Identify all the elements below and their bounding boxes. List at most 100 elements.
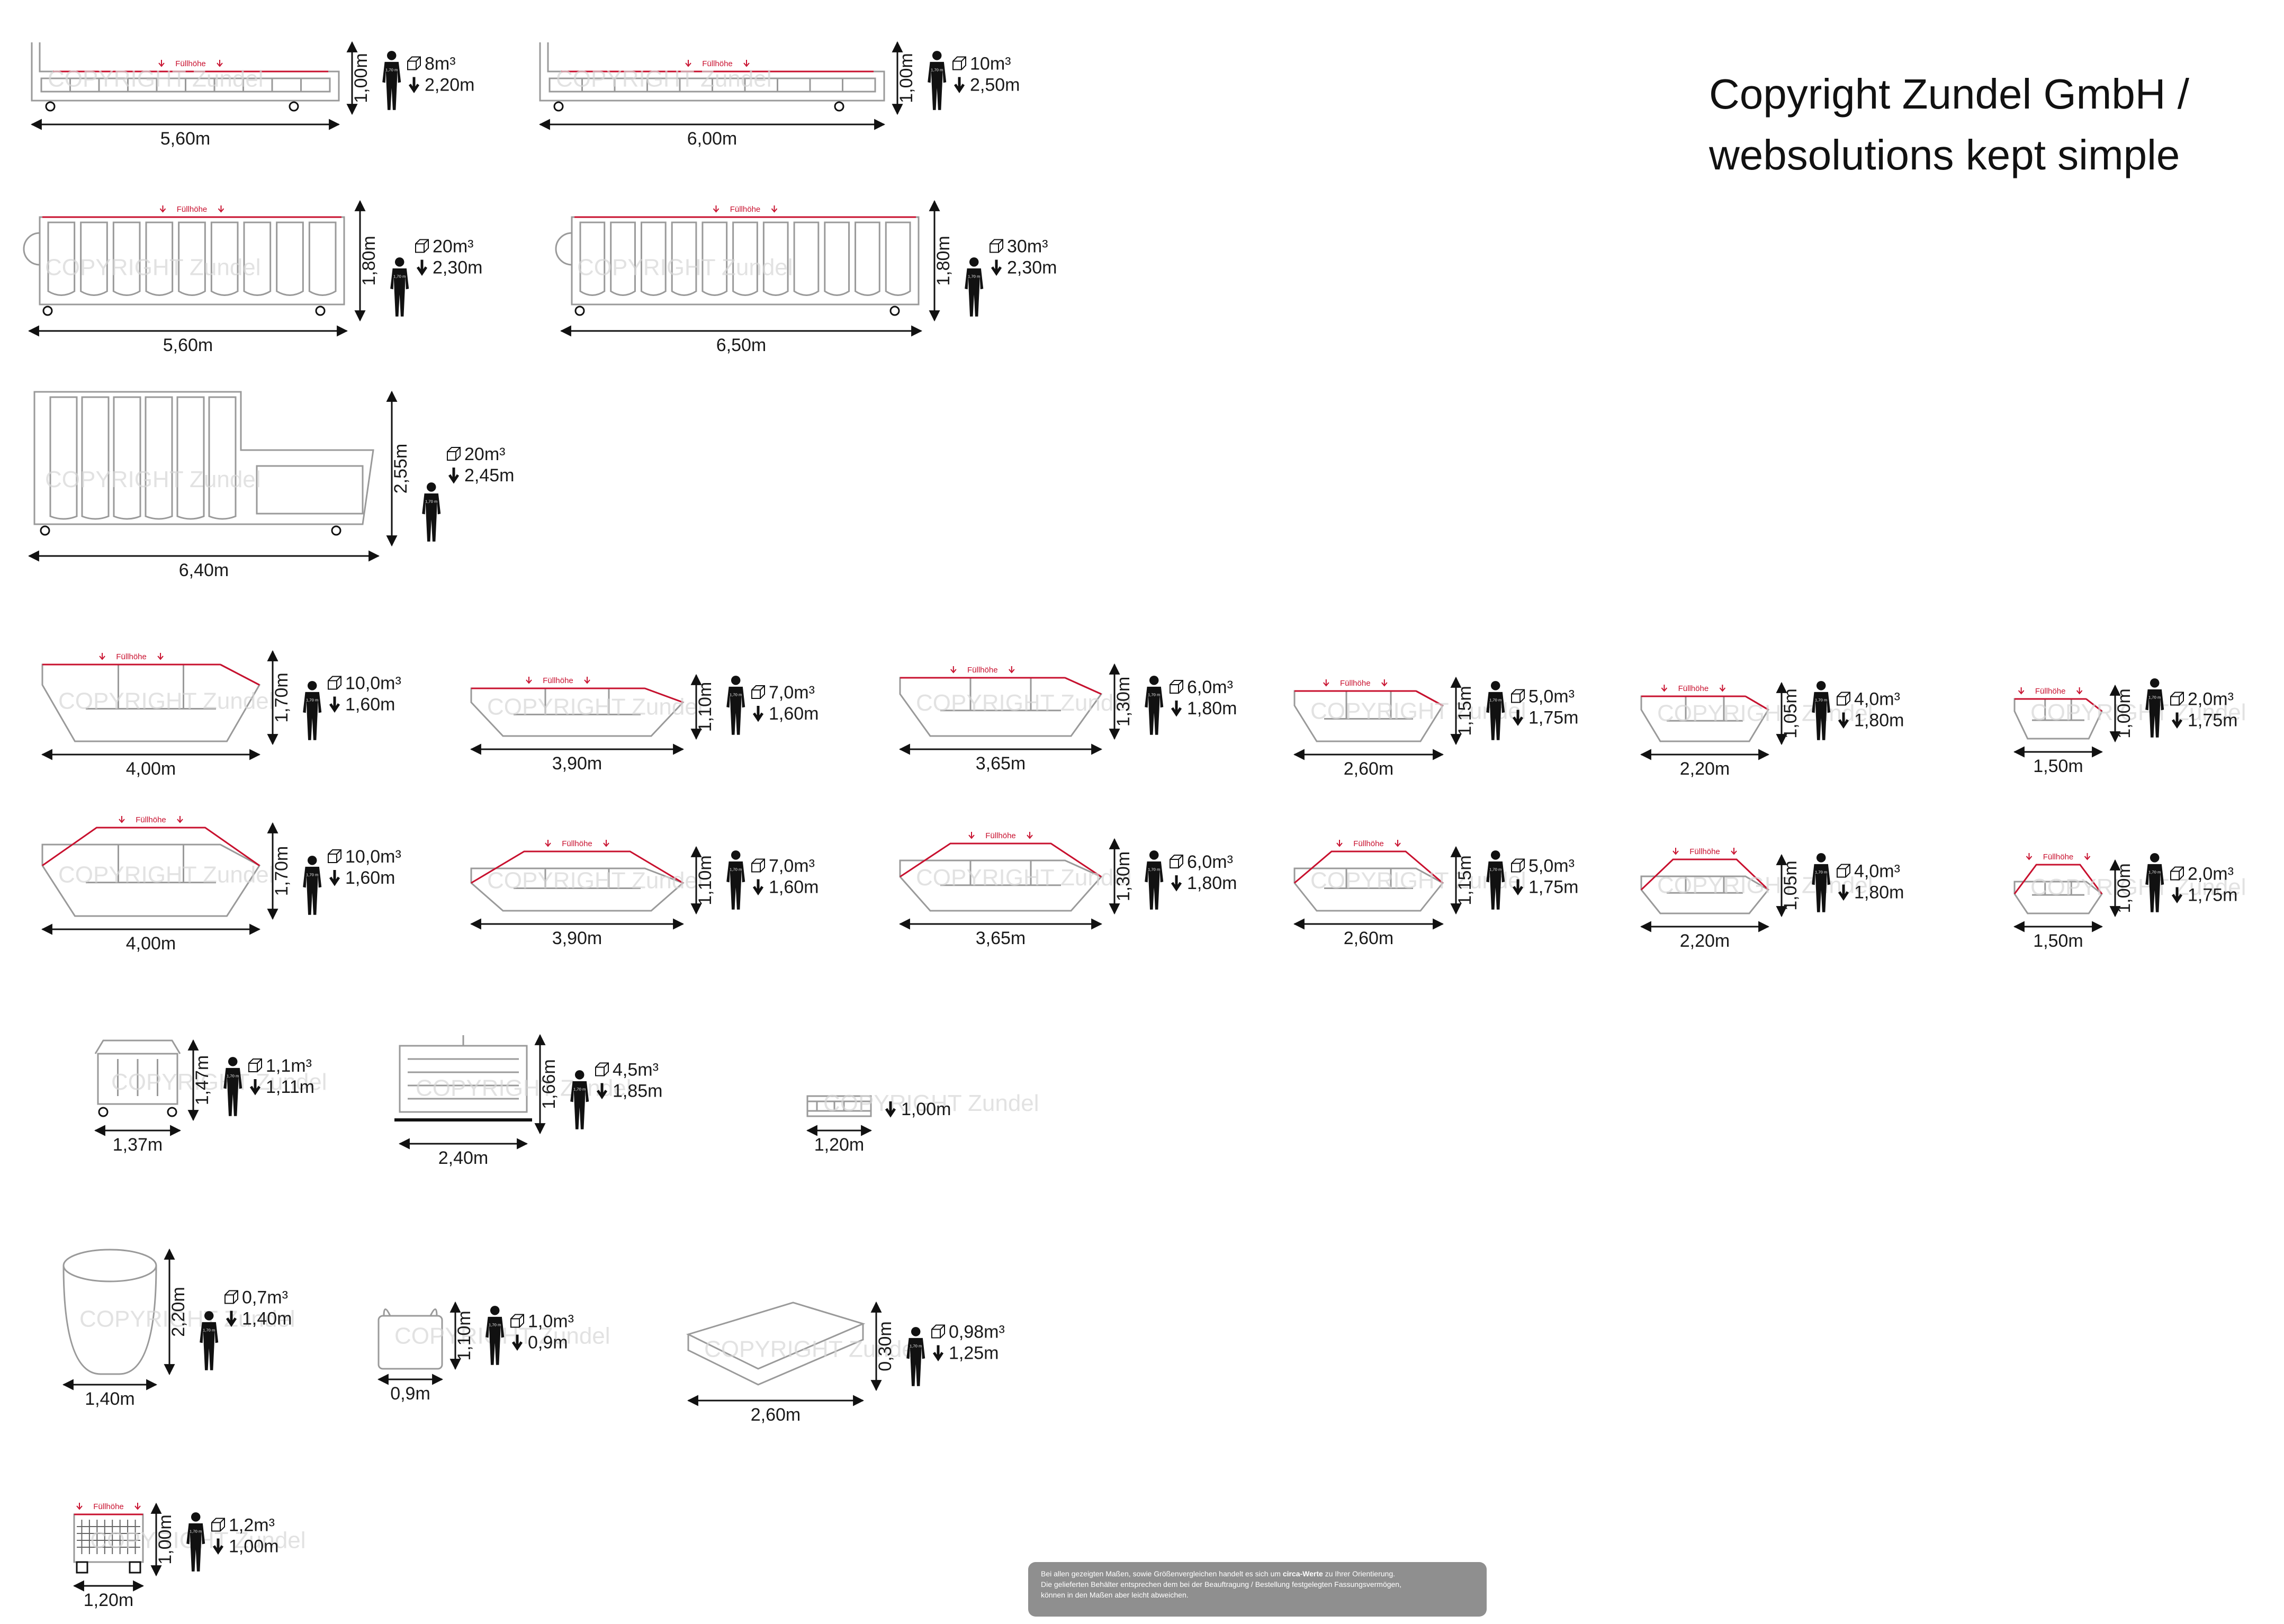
watermark-text: COPYRIGHT Zundel xyxy=(79,1306,295,1332)
person-silhouette-icon: 1,70 m xyxy=(303,856,322,915)
person-height-label: 1,70 m xyxy=(968,274,980,279)
volume-cube-icon xyxy=(1837,864,1850,878)
person-silhouette-icon: 1,70 m xyxy=(1145,850,1164,910)
load-height-label: 1,60m xyxy=(345,868,395,888)
load-height-arrow-icon xyxy=(1171,875,1182,892)
disclaimer-line-2: Die gelieferten Behälter entsprechen dem… xyxy=(1041,1580,1401,1589)
load-height-arrow-icon xyxy=(212,1538,224,1555)
load-height-label: 1,60m xyxy=(769,877,819,898)
length-label: 1,37m xyxy=(113,1135,163,1155)
volume-cube-icon xyxy=(1170,680,1183,694)
load-height-label: 1,11m xyxy=(266,1077,314,1097)
load-height-label: 1,85m xyxy=(613,1081,663,1101)
volume-cube-icon xyxy=(211,1518,225,1532)
volume-cube-icon xyxy=(751,685,765,699)
height-label: 1,00m xyxy=(2114,688,2134,739)
volume-label: 4,5m³ xyxy=(613,1060,659,1080)
copyright-notice: Copyright Zundel GmbH / websolutions kep… xyxy=(1709,64,2189,185)
load-height-arrow-icon xyxy=(511,1334,523,1351)
fill-height-label: Füllhöhe xyxy=(702,59,733,68)
person-silhouette-icon: 1,70 m xyxy=(1812,681,1831,740)
fill-height-label: Füllhöhe xyxy=(543,676,573,685)
person-height-label: 1,70 m xyxy=(2148,695,2161,699)
length-label: 1,20m xyxy=(814,1135,865,1155)
height-label: 1,70m xyxy=(272,846,292,896)
volume-label: 10m³ xyxy=(970,54,1011,74)
fill-height-label: Füllhöhe xyxy=(985,831,1016,840)
copyright-line-1: Copyright Zundel GmbH / xyxy=(1709,70,2190,118)
person-silhouette-icon: 1,70 m xyxy=(570,1070,589,1129)
height-label: 1,00m xyxy=(351,53,371,103)
load-height-label: 2,20m xyxy=(425,75,475,95)
person-height-label: 1,70 m xyxy=(573,1087,586,1091)
height-label: 1,47m xyxy=(192,1055,212,1106)
load-height-label: 1,60m xyxy=(345,695,395,715)
load-height-arrow-icon xyxy=(991,259,1002,276)
person-silhouette-icon: 1,70 m xyxy=(1486,681,1505,740)
height-label: 1,15m xyxy=(1455,855,1475,905)
length-label: 2,60m xyxy=(751,1405,801,1425)
volume-label: 2,0m³ xyxy=(2188,864,2234,884)
load-height-arrow-icon xyxy=(448,468,460,484)
load-height-label: 2,50m xyxy=(970,75,1020,95)
person-height-label: 1,70 m xyxy=(910,1343,922,1348)
volume-cube-icon xyxy=(1511,858,1525,873)
height-label: 2,20m xyxy=(168,1287,188,1337)
load-height-arrow-icon xyxy=(1171,701,1182,717)
volume-label: 5,0m³ xyxy=(1528,687,1575,707)
load-height-label: 2,30m xyxy=(1007,258,1057,278)
length-label: 3,90m xyxy=(552,928,603,948)
load-height-arrow-icon xyxy=(1512,879,1524,896)
height-label: 1,10m xyxy=(454,1311,474,1361)
load-height-arrow-icon xyxy=(752,879,764,896)
person-height-label: 1,70 m xyxy=(385,67,398,72)
fill-height-label: Füllhöhe xyxy=(1678,684,1709,693)
load-height-arrow-icon xyxy=(752,706,764,722)
volume-label: 20m³ xyxy=(433,237,473,257)
load-height-label: 1,60m xyxy=(769,704,819,724)
watermark-text: COPYRIGHT Zundel xyxy=(2030,699,2246,725)
load-height-arrow-icon xyxy=(416,259,428,276)
volume-cube-icon xyxy=(2170,866,2184,881)
volume-cube-icon xyxy=(990,239,1003,253)
person-silhouette-icon: 1,70 m xyxy=(1812,853,1831,912)
watermark-text: COPYRIGHT Zundel xyxy=(45,466,261,492)
height-label: 1,00m xyxy=(155,1514,175,1565)
height-label: 1,80m xyxy=(359,236,379,286)
volume-cube-icon xyxy=(415,239,429,253)
person-height-label: 1,70 m xyxy=(1148,867,1160,872)
volume-label: 0,7m³ xyxy=(242,1288,288,1308)
person-silhouette-icon: 1,70 m xyxy=(485,1306,505,1365)
person-height-label: 1,70 m xyxy=(730,692,742,697)
height-label: 1,10m xyxy=(695,855,715,905)
person-silhouette-icon: 1,70 m xyxy=(422,482,441,542)
length-label: 3,90m xyxy=(552,753,603,774)
volume-cube-icon xyxy=(328,849,341,863)
person-silhouette-icon: 1,70 m xyxy=(2145,853,2164,912)
load-height-label: 1,80m xyxy=(1854,711,1904,731)
fill-height-label: Füllhöhe xyxy=(730,205,761,214)
fill-height-label: Füllhöhe xyxy=(2035,687,2066,696)
watermark-text: COPYRIGHT Zundel xyxy=(487,694,703,720)
length-label: 2,20m xyxy=(1680,931,1730,951)
load-height-label: 1,00m xyxy=(901,1099,951,1119)
volume-cube-icon xyxy=(510,1314,524,1328)
volume-cube-icon xyxy=(447,447,461,461)
volume-label: 1,0m³ xyxy=(528,1312,574,1332)
person-silhouette-icon: 1,70 m xyxy=(1145,676,1164,735)
height-label: 0,30m xyxy=(875,1321,895,1371)
length-label: 3,65m xyxy=(976,753,1026,774)
person-silhouette-icon: 1,70 m xyxy=(965,257,984,317)
person-height-label: 1,70 m xyxy=(489,1322,501,1327)
person-height-label: 1,70 m xyxy=(227,1073,239,1078)
